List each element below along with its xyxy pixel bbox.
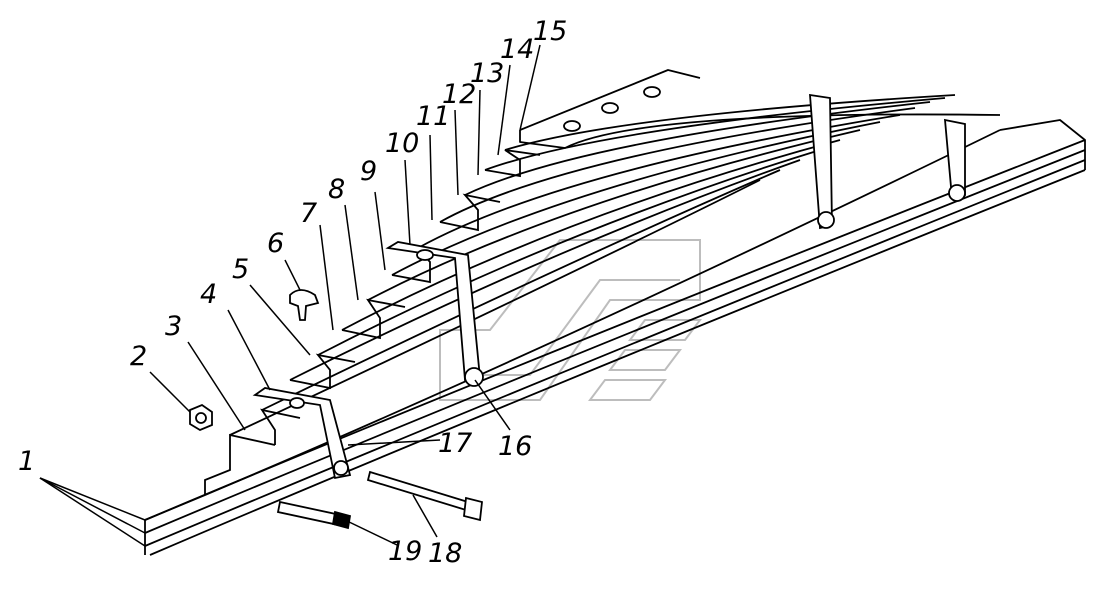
bushing-part [289, 289, 320, 321]
center-bolts [289, 86, 661, 409]
label-6: 6 [267, 228, 284, 259]
label-12: 12 [442, 79, 476, 110]
label-10: 10 [385, 128, 419, 159]
nut-part [189, 403, 213, 432]
label-9: 9 [360, 156, 377, 187]
label-5: 5 [232, 254, 249, 285]
label-14: 14 [500, 34, 534, 65]
label-1: 1 [18, 446, 35, 477]
label-2: 2 [130, 341, 147, 372]
label-17: 17 [438, 428, 472, 459]
label-8: 8 [328, 174, 345, 205]
label-18: 18 [428, 538, 462, 569]
label-13: 13 [470, 58, 504, 89]
spring-leaves [144, 69, 1086, 556]
leader-lines [39, 44, 541, 547]
clamp-bolt-heads [333, 184, 966, 476]
label-3: 3 [165, 311, 182, 342]
label-11: 11 [416, 101, 450, 132]
label-16: 16 [498, 431, 532, 462]
label-19: 19 [388, 536, 422, 567]
label-4: 4 [200, 279, 217, 310]
label-15: 15 [533, 16, 567, 47]
clamp-bands [252, 93, 966, 480]
label-7: 7 [300, 198, 317, 229]
bolt-part [366, 470, 483, 522]
pin-part [276, 500, 352, 530]
